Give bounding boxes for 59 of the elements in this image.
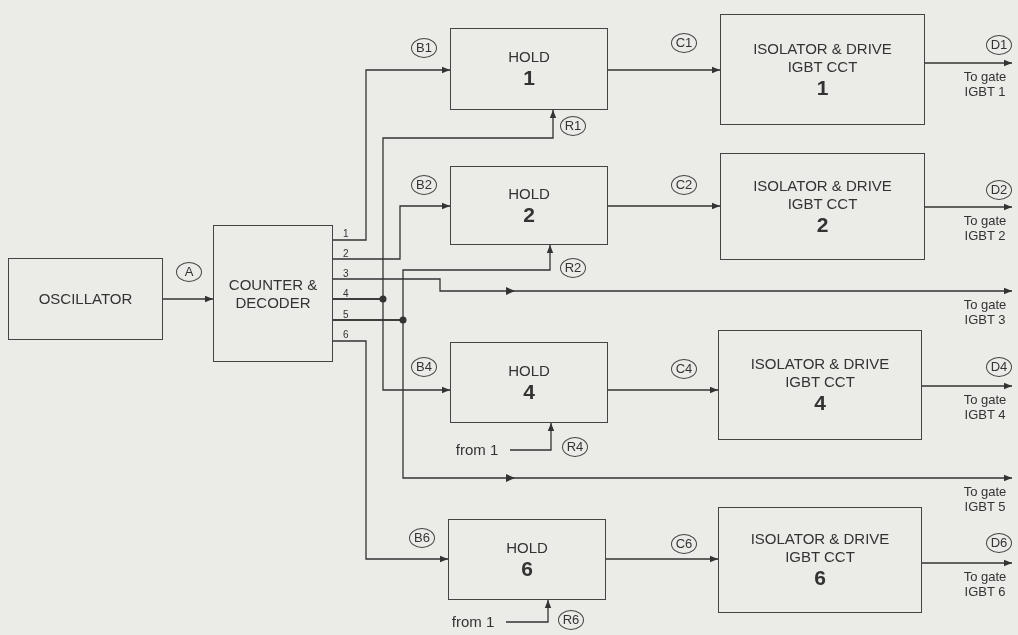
- output-label: To gate IGBT 5: [956, 478, 1014, 518]
- pin-number: 2: [343, 248, 349, 259]
- arrow: [924, 203, 1013, 211]
- block-title: OSCILLATOR: [38, 290, 133, 308]
- output-label: To gate IGBT 6: [956, 563, 1014, 603]
- pin-number: 5: [343, 309, 349, 320]
- block-title: ISOLATOR & DRIVE IGBT CCT: [749, 355, 891, 391]
- block-number: 2: [816, 212, 829, 237]
- circuit-block: [450, 28, 608, 110]
- output-label: To gate IGBT 1: [956, 63, 1014, 103]
- block-title: ISOLATOR & DRIVE IGBT CCT: [752, 39, 893, 76]
- arrow: [332, 66, 451, 241]
- arrow: [607, 202, 721, 210]
- circuit-block: [448, 519, 606, 600]
- circuit-block: [720, 14, 925, 125]
- arrow: [332, 278, 1013, 295]
- process-box: [213, 225, 333, 362]
- block-title: HOLD: [508, 48, 550, 66]
- block-number: 4: [523, 379, 535, 404]
- block-title: HOLD: [508, 361, 550, 380]
- block-title: COUNTER & DECODER: [227, 275, 319, 312]
- arrow: [332, 319, 1013, 482]
- arrow: [162, 295, 214, 303]
- output-label: To gate IGBT 4: [956, 386, 1014, 426]
- circuit-block: [720, 153, 925, 260]
- output-label: To gate IGBT 3: [956, 291, 1014, 331]
- circuit-block: [450, 342, 608, 423]
- arrow: [332, 298, 451, 394]
- pin-number: 3: [343, 268, 349, 279]
- arrow: [924, 59, 1013, 67]
- arrow: [921, 559, 1013, 567]
- arrow: [509, 422, 555, 451]
- arrow: [607, 386, 719, 394]
- pin-number: 4: [343, 288, 349, 299]
- block-title: ISOLATOR & DRIVE IGBT CCT: [749, 530, 891, 566]
- circuit-block: [718, 330, 922, 440]
- block-number: 2: [523, 202, 535, 227]
- output-label: To gate IGBT 2: [956, 207, 1014, 247]
- process-box: [8, 258, 163, 340]
- source-label: from 1: [440, 612, 506, 632]
- circuit-block: [450, 166, 608, 245]
- arrow: [505, 599, 552, 623]
- arrow: [332, 202, 451, 260]
- block-title: ISOLATOR & DRIVE IGBT CCT: [752, 176, 893, 213]
- source-label: from 1: [444, 440, 510, 460]
- block-title: HOLD: [506, 538, 548, 557]
- arrow: [605, 555, 719, 563]
- block-number: 6: [521, 556, 533, 581]
- block-number: 1: [523, 66, 535, 90]
- pin-number: 1: [343, 228, 349, 239]
- arrow: [332, 340, 449, 563]
- arrow: [607, 66, 721, 74]
- block-number: 1: [816, 75, 829, 100]
- block-title: HOLD: [508, 184, 550, 203]
- arrow: [921, 382, 1013, 390]
- circuit-block: [718, 507, 922, 613]
- block-number: 6: [814, 566, 826, 590]
- block-number: 4: [814, 391, 826, 415]
- pin-number: 6: [343, 329, 349, 340]
